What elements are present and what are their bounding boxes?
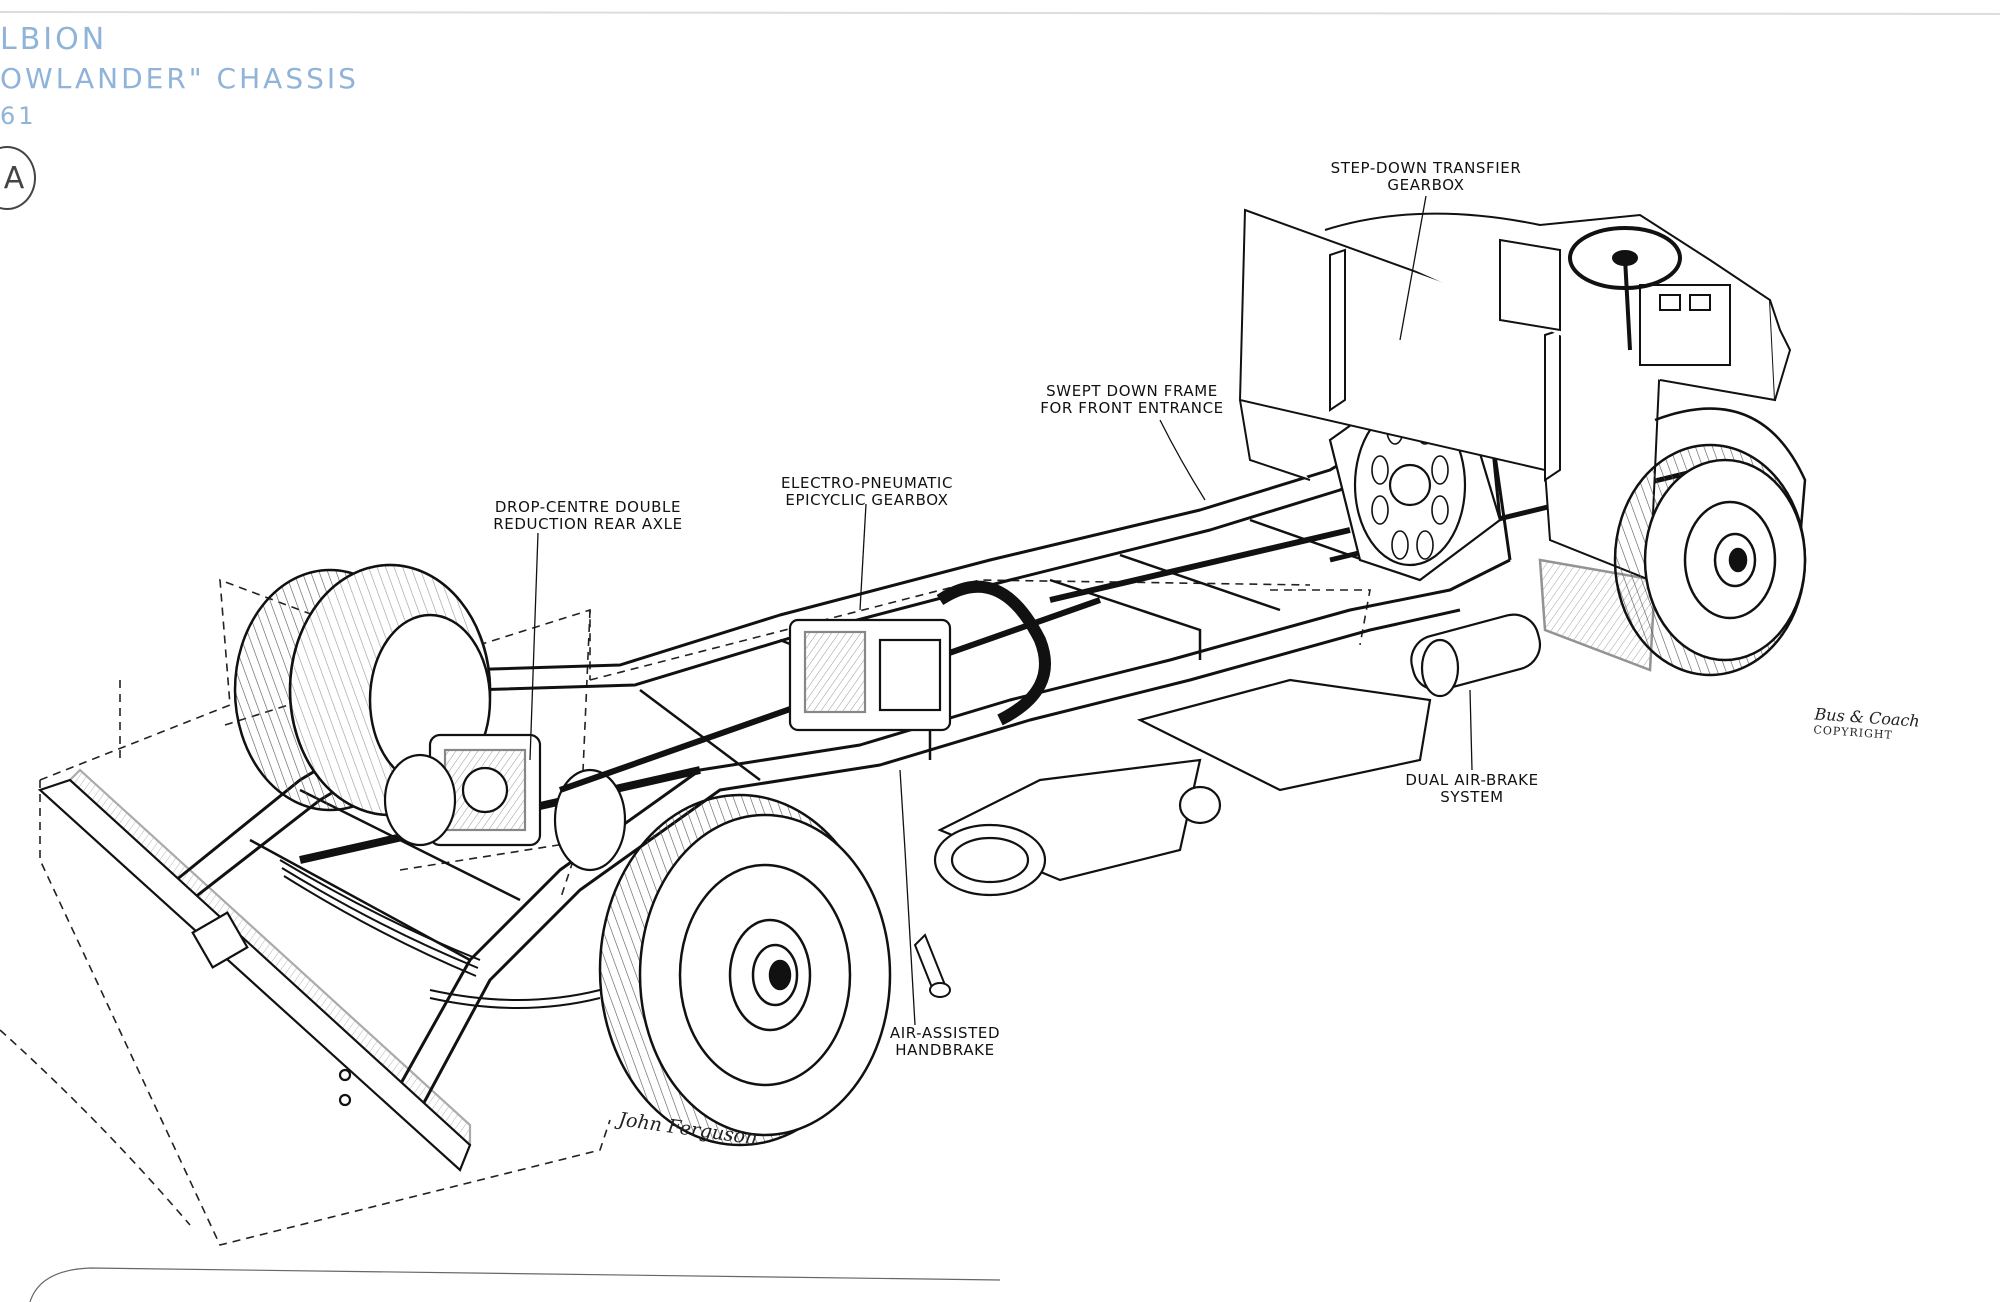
label-epicyclic-gearbox: ELECTRO-PNEUMATIC EPICYCLIC GEARBOX xyxy=(772,475,962,509)
front-bulkhead-panels xyxy=(1238,208,1662,582)
rear-bumper-beam xyxy=(37,768,472,1172)
label-transfer-gearbox-line1: STEP-DOWN TRANSFIER xyxy=(1330,159,1522,177)
label-rear-axle: DROP-CENTRE DOUBLE REDUCTION REAR AXLE xyxy=(478,499,698,533)
pencil-circled-letter: A xyxy=(3,160,25,196)
label-transfer-gearbox: STEP-DOWN TRANSFIER GEARBOX xyxy=(1316,160,1536,194)
pencil-note-line1: LBION xyxy=(0,22,108,57)
label-swept-frame-line2: FOR FRONT ENTRANCE xyxy=(1040,399,1224,417)
label-rear-axle-line1: DROP-CENTRE DOUBLE xyxy=(494,498,682,516)
rear-right-wheel xyxy=(598,793,892,1147)
pencil-note-line2: OWLANDER" CHASSIS xyxy=(0,62,359,95)
sheet-corner-line xyxy=(29,1267,1001,1302)
air-brake-reservoirs xyxy=(1410,613,1542,698)
leader-lines xyxy=(529,195,1473,1026)
fuel-tanks xyxy=(933,678,1432,897)
label-rear-axle-line2: REDUCTION REAR AXLE xyxy=(493,515,683,533)
label-epicyclic-gearbox-line1: ELECTRO-PNEUMATIC xyxy=(780,474,954,492)
rear-leaf-springs xyxy=(279,859,601,1009)
label-air-brake: DUAL AIR-BRAKE SYSTEM xyxy=(1392,772,1552,806)
label-handbrake-line2: HANDBRAKE xyxy=(895,1041,995,1059)
label-air-brake-line2: SYSTEM xyxy=(1440,788,1504,806)
label-swept-frame-line1: SWEPT DOWN FRAME xyxy=(1046,382,1218,400)
label-handbrake-line1: AIR-ASSISTED xyxy=(889,1024,1001,1042)
label-handbrake: AIR-ASSISTED HANDBRAKE xyxy=(880,1025,1010,1059)
label-epicyclic-gearbox-line2: EPICYCLIC GEARBOX xyxy=(785,491,949,509)
label-swept-frame: SWEPT DOWN FRAME FOR FRONT ENTRANCE xyxy=(1022,383,1242,417)
exhaust-pipe xyxy=(913,933,951,998)
label-air-brake-line1: DUAL AIR-BRAKE xyxy=(1405,771,1539,789)
label-transfer-gearbox-line2: GEARBOX xyxy=(1387,176,1465,194)
rear-axle-differential xyxy=(299,733,701,872)
front-right-wheel xyxy=(1538,407,1807,677)
pencil-note-line3: 61 xyxy=(0,102,37,130)
propshaft-gearbox xyxy=(559,527,1351,793)
drivers-cab xyxy=(1324,212,1792,402)
